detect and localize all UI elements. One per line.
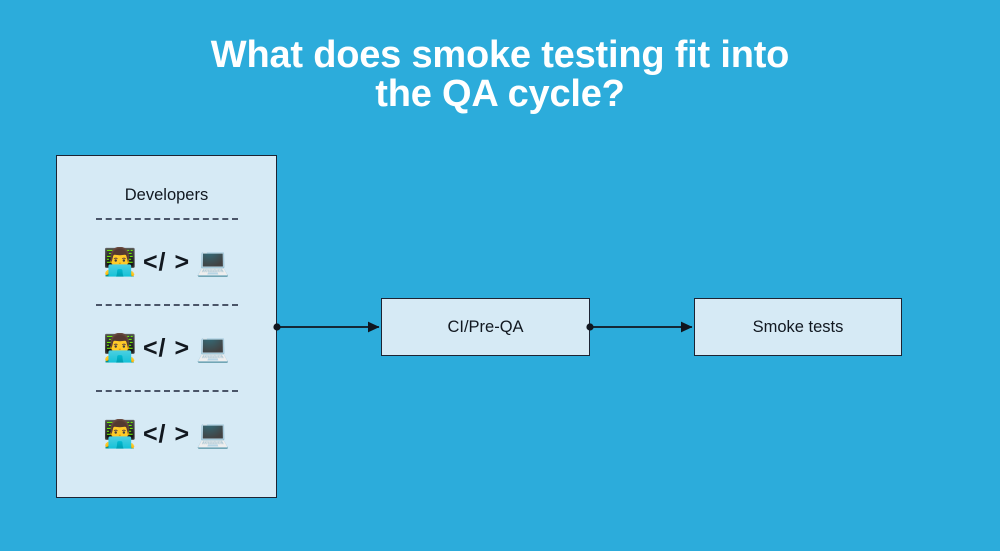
code-tag-label: </ > — [142, 247, 191, 276]
developer-row: 👨‍💻 </ > 💻 — [57, 306, 276, 390]
laptop-icon: 💻 — [196, 332, 230, 363]
smoke-tests-box: Smoke tests — [694, 298, 902, 356]
person-coding-icon: 👨‍💻 — [103, 332, 137, 363]
developers-rows: 👨‍💻 </ > 💻 👨‍💻 </ > 💻 👨‍💻 </ > 💻 — [57, 218, 276, 476]
connector-developers-to-ci — [273, 321, 380, 333]
person-coding-icon: 👨‍💻 — [103, 246, 137, 277]
smoke-tests-label: Smoke tests — [752, 317, 844, 336]
ci-pre-qa-label: CI/Pre-QA — [447, 317, 524, 336]
code-tag-label: </ > — [142, 333, 191, 362]
connector-ci-to-smoke — [586, 321, 693, 333]
code-tag-label: </ > — [142, 419, 191, 448]
laptop-icon: 💻 — [196, 246, 230, 277]
person-coding-icon: 👨‍💻 — [103, 418, 137, 449]
dashed-separator — [95, 304, 238, 306]
dashed-separator — [95, 218, 238, 220]
developer-row: 👨‍💻 </ > 💻 — [57, 220, 276, 304]
dashed-separator — [95, 390, 238, 392]
ci-pre-qa-box: CI/Pre-QA — [381, 298, 590, 356]
developers-label: Developers — [124, 186, 209, 204]
page-title: What does smoke testing fit into the QA … — [210, 34, 790, 115]
developers-box: Developers 👨‍💻 </ > 💻 👨‍💻 </ > 💻 👨‍💻 </ … — [56, 155, 277, 498]
developer-row: 👨‍💻 </ > 💻 — [57, 392, 276, 476]
laptop-icon: 💻 — [196, 418, 230, 449]
